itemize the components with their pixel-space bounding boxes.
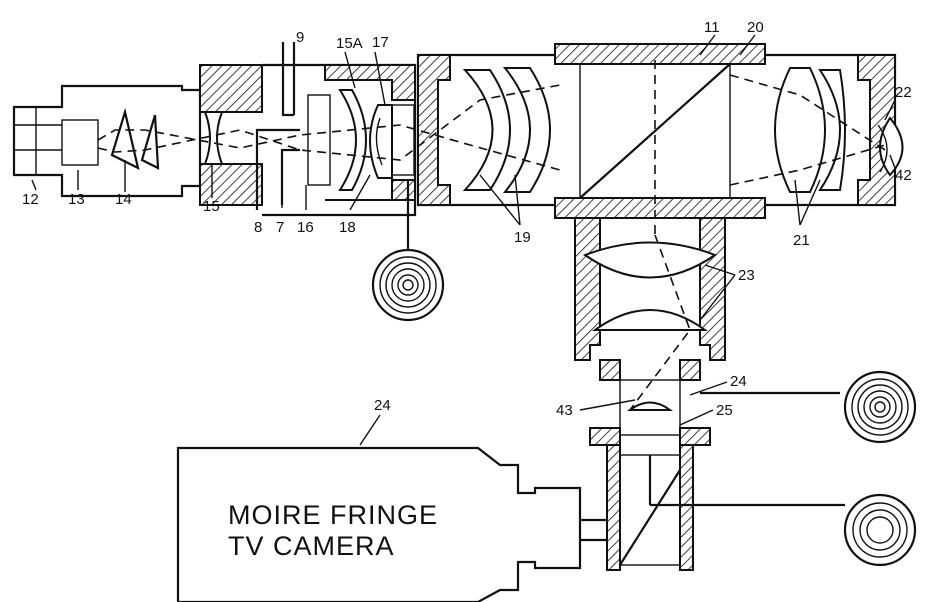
camera-caption-line2: TV CAMERA bbox=[228, 531, 395, 561]
label-43: 43 bbox=[556, 402, 573, 419]
middle-tube bbox=[262, 63, 417, 217]
label-18: 18 bbox=[339, 219, 356, 236]
label-9: 9 bbox=[296, 29, 304, 46]
label-8: 8 bbox=[254, 219, 262, 236]
fringe-pattern-1 bbox=[371, 180, 445, 322]
leader-lines bbox=[31, 34, 896, 446]
camera-caption-line1: MOIRE FRINGE bbox=[228, 500, 438, 530]
fringe-pattern-3 bbox=[648, 455, 917, 567]
label-24-tube: 24 bbox=[730, 373, 747, 390]
label-16: 16 bbox=[297, 219, 314, 236]
label-20: 20 bbox=[747, 19, 764, 36]
lower-tube bbox=[574, 217, 726, 571]
label-21: 21 bbox=[793, 232, 810, 249]
prism-14 bbox=[110, 107, 160, 171]
label-11: 11 bbox=[704, 19, 720, 36]
label-42: 42 bbox=[895, 167, 912, 184]
optical-rays bbox=[97, 60, 886, 411]
label-23: 23 bbox=[738, 267, 755, 284]
tv-camera-body bbox=[176, 446, 607, 602]
label-22: 22 bbox=[895, 84, 912, 101]
label-25: 25 bbox=[716, 402, 733, 419]
main-housing bbox=[416, 43, 897, 219]
eye bbox=[877, 116, 904, 177]
labels: 9 15A 17 11 20 22 42 12 13 14 15 8 7 16 … bbox=[22, 19, 912, 419]
lens-block-15 bbox=[199, 64, 263, 206]
label-13: 13 bbox=[68, 191, 85, 208]
label-14: 14 bbox=[115, 191, 132, 208]
label-17: 17 bbox=[372, 34, 389, 51]
label-15: 15 bbox=[203, 198, 220, 215]
grating-plates bbox=[255, 42, 300, 210]
label-7: 7 bbox=[276, 219, 284, 236]
label-12: 12 bbox=[22, 191, 39, 208]
label-24-camera: 24 bbox=[374, 397, 391, 414]
label-19: 19 bbox=[514, 229, 531, 246]
light-source-housing bbox=[12, 84, 202, 198]
label-15a: 15A bbox=[336, 35, 363, 52]
fringe-pattern-2 bbox=[700, 370, 917, 444]
